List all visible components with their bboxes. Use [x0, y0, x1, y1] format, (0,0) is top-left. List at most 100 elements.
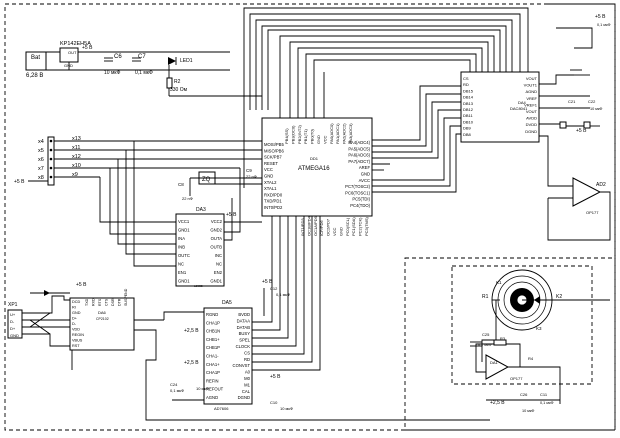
mcu-bottom-pin-4: OC2/PD7 [326, 218, 331, 236]
usb-top-pin-5: DTR [118, 298, 122, 306]
usb-left-pin-2: GND [72, 311, 81, 315]
sensor-k1: K1 [496, 280, 502, 285]
adc-left-pin-1: CHA1P [206, 320, 220, 325]
adc-right-pin-2: DATAB [237, 325, 251, 330]
regulator-out: OUT [68, 50, 77, 55]
mcu-bottom-pin-5: VCC [332, 227, 337, 236]
driver-left-pin-3: INB [178, 245, 185, 250]
mcu-part: ATMEGA16 [298, 166, 330, 172]
supply-label-left: +5 В [14, 179, 25, 185]
mcu-top-pin-4: PB0(T0) [310, 128, 315, 144]
adc-right-pin-3: BUSY [239, 331, 251, 336]
dac-left-pin-6: DB11 [463, 113, 473, 118]
battery [25, 51, 47, 71]
adc-cap-c13-value: 10 мкФ [196, 386, 209, 391]
cap-c21-ref: C21 [568, 99, 576, 104]
adc-right-pin-5: CLOCK [236, 344, 251, 349]
driver-left-pin-5: NC [178, 262, 184, 267]
adc-left-pin-6: CHA1+ [206, 362, 220, 367]
dac-ref: DA4 [518, 100, 527, 105]
adc-cap-c10-ref: C10 [270, 400, 278, 405]
header-label-0: x4 [38, 139, 44, 145]
usb-pin-1: D- [10, 319, 15, 324]
opamp-top-ref: AD2 [596, 182, 606, 188]
adc-left-pin-5: CHA1- [206, 354, 219, 359]
adc-supply-1: +2,5 В [184, 360, 199, 366]
usb-left-pin-4: D- [72, 322, 77, 326]
adc-right-pin-11: M1 [244, 382, 250, 387]
crystal: ZQ C8 22 пФ C9 22 пФ [178, 168, 262, 201]
dac-body [460, 71, 540, 143]
driver-ref: DA3 [196, 207, 206, 213]
usb-left-pin-5: VDD [72, 328, 80, 332]
driver: DA3 L293D [175, 207, 225, 288]
mcu-right-pin-0: PA4(ADC4) [348, 140, 370, 145]
mcu-body [261, 117, 373, 217]
opamp-bottom-part: OP177 [510, 376, 523, 381]
mcu-left-pins: MOSI/PB5MISO/PB6SCK/PB7RESETVCCGNDXTAL2X… [264, 142, 284, 210]
adc-left-pin-7: CHA1P [206, 370, 220, 375]
dac-left-pin-5: DB12 [463, 107, 474, 112]
mcu-bottom-pin-8: PC1(SDA) [351, 217, 356, 236]
mcu-top-pin-2: PB2(INT2) [297, 124, 302, 144]
adc-right-pin-6: CS [244, 350, 250, 355]
dac-left-pin-0: CS [463, 76, 469, 81]
cap-c26-value: 10 мкФ [522, 409, 535, 413]
dac-left-pin-7: DB10 [463, 119, 474, 124]
header-net-1: x11 [72, 145, 80, 151]
mcu: DD1 ATMEGA16 [261, 117, 373, 217]
adc-cap-c24-value: 0,1 мкФ [170, 388, 184, 393]
opamp-top: AD2 OP177 [539, 135, 611, 241]
cap-c25-ref: C25 [482, 332, 490, 337]
usb-chip-ref: DA6 [98, 310, 107, 315]
dac-right-pin-0: VOUT [526, 76, 538, 81]
mcu-top-pins: PB4(SS)PB3(OC0)PB2(INT2)PB1(T1)PB0(T0)GN… [284, 123, 353, 144]
regulator-part: KP142EH5A [60, 41, 91, 47]
adc-right-pin-8: CONVST [233, 363, 251, 368]
mcu-bottom-pin-9: PC2(TCK) [358, 217, 363, 236]
adc-body [203, 307, 253, 405]
sensor-k3: K3 [536, 326, 542, 331]
dac-left-pin-4: DB13 [463, 101, 474, 106]
cap-c25-value: 0,1 мкФ [478, 343, 492, 347]
header-net-0: x13 [72, 136, 81, 142]
driver-left-pin-4: OUTC [178, 253, 190, 258]
usb-top-pin-4: DSR [111, 298, 115, 306]
mcu-left-pin-6: XTAL2 [264, 180, 277, 185]
driver-left-pin-7: GND1 [178, 279, 190, 284]
adc-supply-0: +2,5 В [184, 328, 199, 334]
cap-c11-ref: C11 [540, 392, 548, 397]
usb-supply: +5 В [76, 282, 87, 288]
driver-right-pin-0: VCC2 [211, 219, 223, 224]
adc-cap-c24-ref: C24 [170, 382, 178, 387]
power-supply: Bat 6,28 В KP142EH5A OUT GND +5 В C6 10 … [25, 41, 262, 97]
mcu-ref: DD1 [310, 156, 319, 161]
usb-left-pin-3: D+ [72, 317, 78, 321]
mcu-left-pin-0: MOSI/PB5 [264, 142, 284, 147]
sensor: R1 K2 K1 K3 [481, 269, 610, 362]
crystal-ref: ZQ [202, 177, 211, 183]
mcu-left-pin-5: GND [264, 174, 273, 179]
usb-left-pin-8: RST [72, 344, 80, 348]
mcu-bottom-pin-2: OC1A/PD5 [313, 215, 318, 236]
adc-left-pin-8: REFIN [206, 378, 219, 383]
analog-section-frame [548, 3, 616, 258]
opamp-top-part: OP177 [586, 210, 599, 215]
adc-cap-c12-value: 0,1 мкФ [276, 292, 290, 297]
adc-cap-c10-value: 10 мкФ [280, 406, 293, 411]
mcu-right-pin-3: PA7(ADC7) [348, 159, 370, 164]
usb-top-pin-3: CTS [105, 298, 109, 306]
usb-chip-body [69, 297, 135, 351]
resistor-r2 [166, 77, 173, 89]
dac-right-wires: +5 В C21 C22 10 мкФ [539, 74, 603, 134]
usb-left-pin-1: RI [72, 306, 76, 310]
cap-c22-value: 10 мкФ [590, 107, 603, 111]
sensor-supply: +2,5 В [490, 400, 505, 406]
mcu-top-pin-6: VCC [322, 135, 327, 144]
driver-right-pin-2: OUTA [211, 236, 223, 241]
usb-connector: XP1 U+ D- D+ GND [7, 302, 23, 339]
adc-cap-c12-ref: C12 [270, 286, 278, 291]
cap-c26-ref: C26 [520, 392, 528, 397]
sensor-section-frame [404, 257, 616, 431]
